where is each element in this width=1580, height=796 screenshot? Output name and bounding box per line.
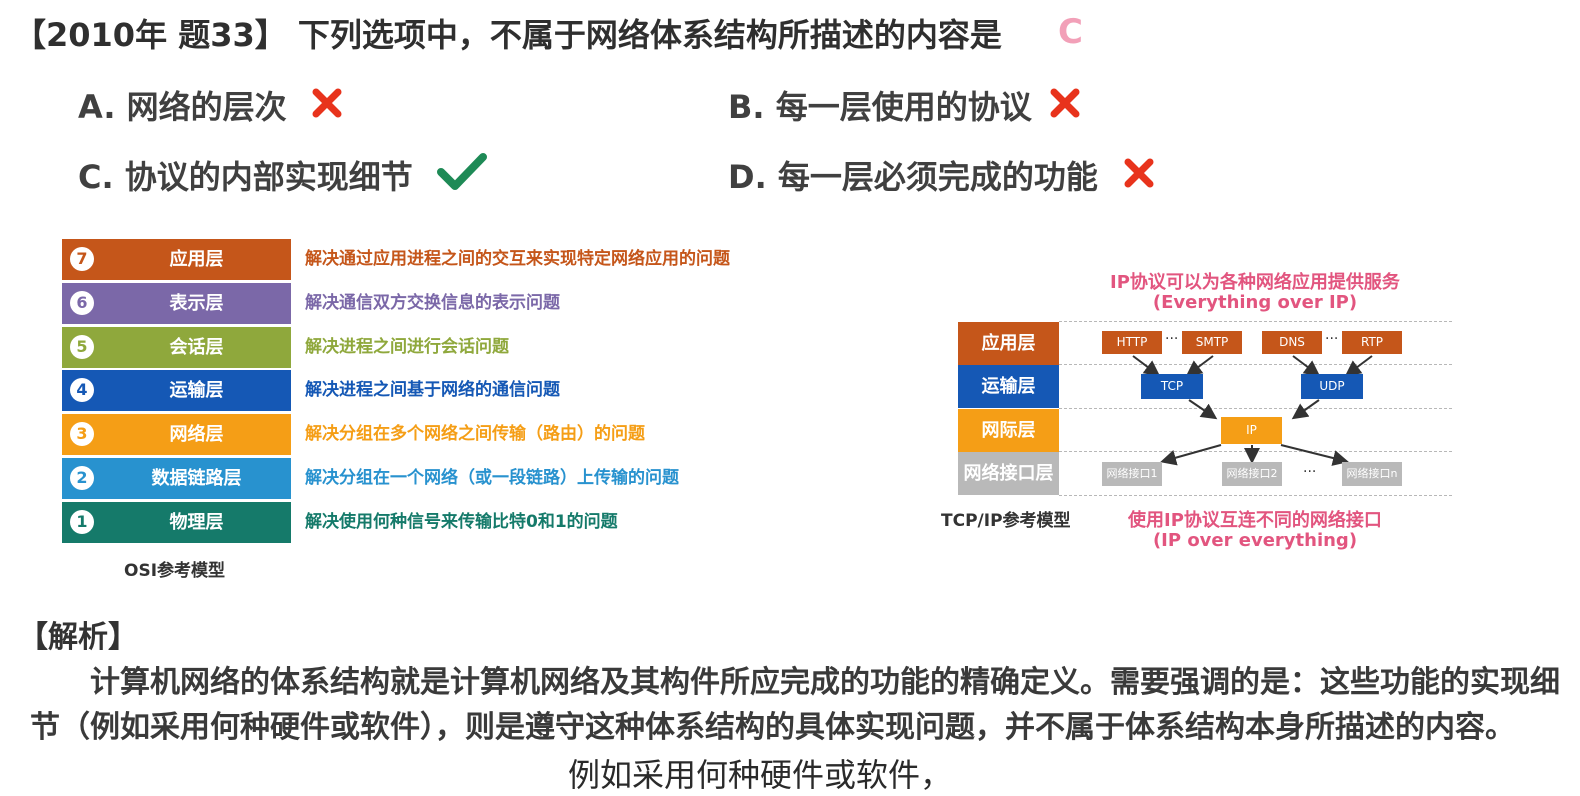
layer-desc: 解决通过应用进程之间的交互来实现特定网络应用的问题 [305,249,730,269]
interface-n: 网络接口n [1342,462,1402,486]
layer-desc: 解决通信双方交换信息的表示问题 [305,293,560,313]
analysis-heading: 【解析】 [18,620,138,655]
layer-divider [1059,364,1452,365]
layer-number: 3 [70,422,94,446]
wrong-mark-icon [312,88,342,118]
protocol-rtp: RTP [1342,331,1402,354]
layer-desc: 解决使用何种信号来传输比特0和1的问题 [305,512,618,532]
osi-layer-6: 6 表示层 [62,283,291,324]
layer-name: 物理层 [169,512,224,533]
osi-layer-3: 3 网络层 [62,414,291,455]
layer-name: 运输层 [169,380,224,401]
layer-number: 7 [70,247,94,271]
option-c: C. 协议的内部实现细节 [78,158,413,196]
ellipsis: ··· [1325,331,1339,347]
osi-layer-4: 4 运输层 [62,370,291,411]
protocol-dns: DNS [1262,331,1322,354]
tcpip-layer-application: 应用层 [958,322,1059,365]
layer-desc: 解决进程之间进行会话问题 [305,337,509,357]
protocol-connectors [1132,355,1373,466]
layer-name: 应用层 [169,249,224,270]
layer-number: 6 [70,291,94,315]
ellipsis: ··· [1303,464,1317,480]
option-a: A. 网络的层次 [78,88,287,126]
tcpip-layer-transport: 运输层 [958,365,1059,408]
layer-name: 会话层 [169,337,224,358]
layer-number: 4 [70,378,94,402]
protocol-udp: UDP [1301,374,1363,399]
protocol-ip: IP [1221,417,1282,444]
layer-divider [1059,321,1452,322]
protocol-tcp: TCP [1141,374,1203,399]
layer-desc: 解决分组在一个网络（或一段链路）上传输的问题 [305,468,679,488]
layer-number: 5 [70,335,94,359]
osi-caption: OSI参考模型 [124,561,226,581]
osi-layer-1: 1 物理层 [62,502,291,543]
layer-desc: 解决进程之间基于网络的通信问题 [305,380,560,400]
osi-layer-7: 7 应用层 [62,239,291,280]
question-title: 【2010年 题33】 下列选项中，不属于网络体系结构所描述的内容是 [14,16,1002,54]
tcpip-caption: TCP/IP参考模型 [941,511,1071,531]
layer-name: 表示层 [169,293,224,314]
interface-2: 网络接口2 [1222,462,1282,486]
layer-divider [1059,495,1452,496]
osi-layer-5: 5 会话层 [62,327,291,368]
layer-name: 数据链路层 [151,468,242,489]
osi-layer-2: 2 数据链路层 [62,458,291,499]
video-subtitle: 例如采用何种硬件或软件， [568,756,953,794]
ellipsis: ··· [1165,331,1179,347]
note-top-line1: IP协议可以为各种网络应用提供服务 [1110,272,1400,293]
layer-divider [1059,408,1452,409]
option-b: B. 每一层使用的协议 [728,88,1032,126]
layer-number: 2 [70,466,94,490]
layer-name: 网络层 [169,424,224,445]
protocol-http: HTTP [1102,331,1162,354]
wrong-mark-icon [1050,88,1080,118]
check-mark-icon [437,153,487,190]
analysis-body: 计算机网络的体系结构就是计算机网络及其构件所应完成的功能的精确定义。需要强调的是… [30,665,1560,745]
protocol-smtp: SMTP [1182,331,1242,354]
note-bottom-line2: (IP over everything) [1152,530,1358,551]
note-bottom-line1: 使用IP协议互连不同的网络接口 [1128,510,1382,531]
interface-1: 网络接口1 [1102,462,1162,486]
layer-desc: 解决分组在多个网络之间传输（路由）的问题 [305,424,645,444]
wrong-mark-icon [1124,158,1154,188]
option-d: D. 每一层必须完成的功能 [728,158,1098,196]
layer-number: 1 [70,510,94,534]
answer-letter: C [1058,12,1083,52]
tcpip-layer-internet: 网际层 [958,409,1059,452]
tcpip-layer-link: 网络接口层 [958,452,1059,495]
note-top-line2: (Everything over IP) [1152,292,1358,313]
